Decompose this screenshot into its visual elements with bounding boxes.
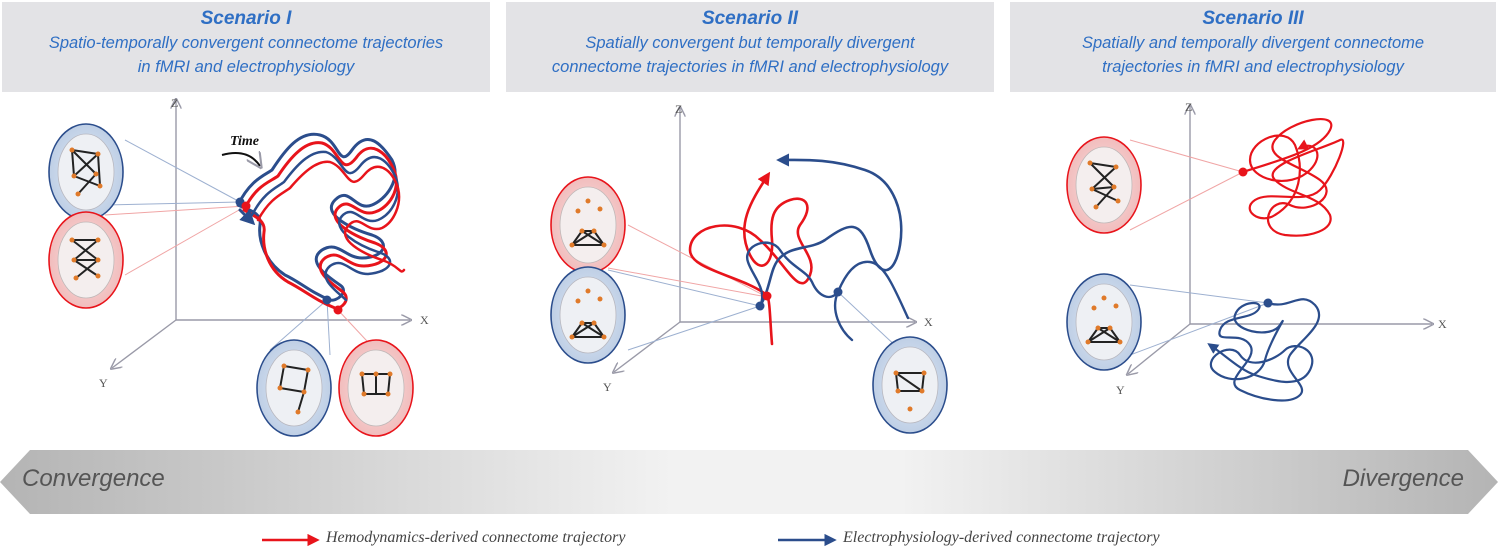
scenario-3-header: Scenario III Spatially and temporally di… [1010,2,1496,92]
brain-icon [256,339,332,437]
scenario-3-y-label: Y [1116,383,1125,397]
scenario-2-trajectories [688,153,910,346]
scenario-2-connectors [607,224,901,351]
scenario-2-header: Scenario II Spatially convergent but tem… [506,2,994,92]
scenario-3-x-label: X [1438,317,1447,331]
scenario-1-x-label: X [420,313,429,327]
scenario-2-y-label: Y [603,380,612,394]
scenario-1-trajectories [236,132,406,310]
scenario-1-subtitle-line1: Spatio-temporally convergent connectome … [48,34,444,52]
scenario-3-red-dot [1238,167,1248,177]
scenario-2-axes [614,108,915,372]
convergence-label: Convergence [22,465,165,492]
brain-icon [550,176,626,274]
legend-hemodynamics-label: Hemodynamics-derived connectome trajecto… [326,529,626,546]
legend-electrophysiology-label: Electrophysiology-derived connectome tra… [843,529,1160,546]
brain-icon [48,211,124,309]
brain-icon [338,339,414,437]
scenario-3-axes [1128,106,1432,374]
scenario-2-title: Scenario II [701,8,799,29]
scenario-2-subtitle-line1: Spatially convergent but temporally dive… [585,34,915,52]
scenario-3-blue-trajectory [1207,298,1321,402]
brain-icon [48,123,124,221]
divergence-label: Divergence [1342,465,1464,492]
scenario-3-red-trajectory [1241,118,1345,237]
scenario-3-z-label: Z [1185,100,1192,114]
brain-icon [550,266,626,364]
scenario-1-subtitle-line2: in fMRI and electrophysiology [137,58,355,76]
scenario-3-blue-dot [1263,298,1273,308]
brain-icon [872,336,948,434]
scenario-3-subtitle-line2: trajectories in fMRI and electrophysiolo… [1102,58,1404,76]
scenario-1-z-label: Z [171,96,178,110]
scenario-2-blue-dot [755,301,765,311]
scenario-1-blue-end-dot [322,295,332,305]
scenario-2-subtitle-line2: connectome trajectories in fMRI and elec… [551,58,949,76]
scenario-1-red-end-dot [333,305,343,315]
scenario-2-x-label: X [924,315,933,329]
scenario-3-connectors [1129,139,1269,356]
scenario-1-red-start-dot [241,201,251,211]
scenario-3-title: Scenario III [1202,8,1304,29]
scenario-3-subtitle-line1: Spatially and temporally divergent conne… [1081,34,1425,52]
scenario-2-z-label: Z [675,102,682,116]
scenario-2-blue-dot-2 [833,287,843,297]
convergence-divergence-bar [0,450,1498,514]
time-label: Time [230,134,259,149]
brain-icon [1066,273,1142,371]
scenario-1-y-label: Y [99,376,108,390]
time-arrow [221,153,260,166]
scenario-1-connectors [104,139,381,356]
brain-icon [1066,136,1142,234]
scenario-1-title: Scenario I [200,8,292,29]
scenario-1-header: Scenario I Spatio-temporally convergent … [2,2,490,92]
scenario-2-red-dot [762,291,772,301]
